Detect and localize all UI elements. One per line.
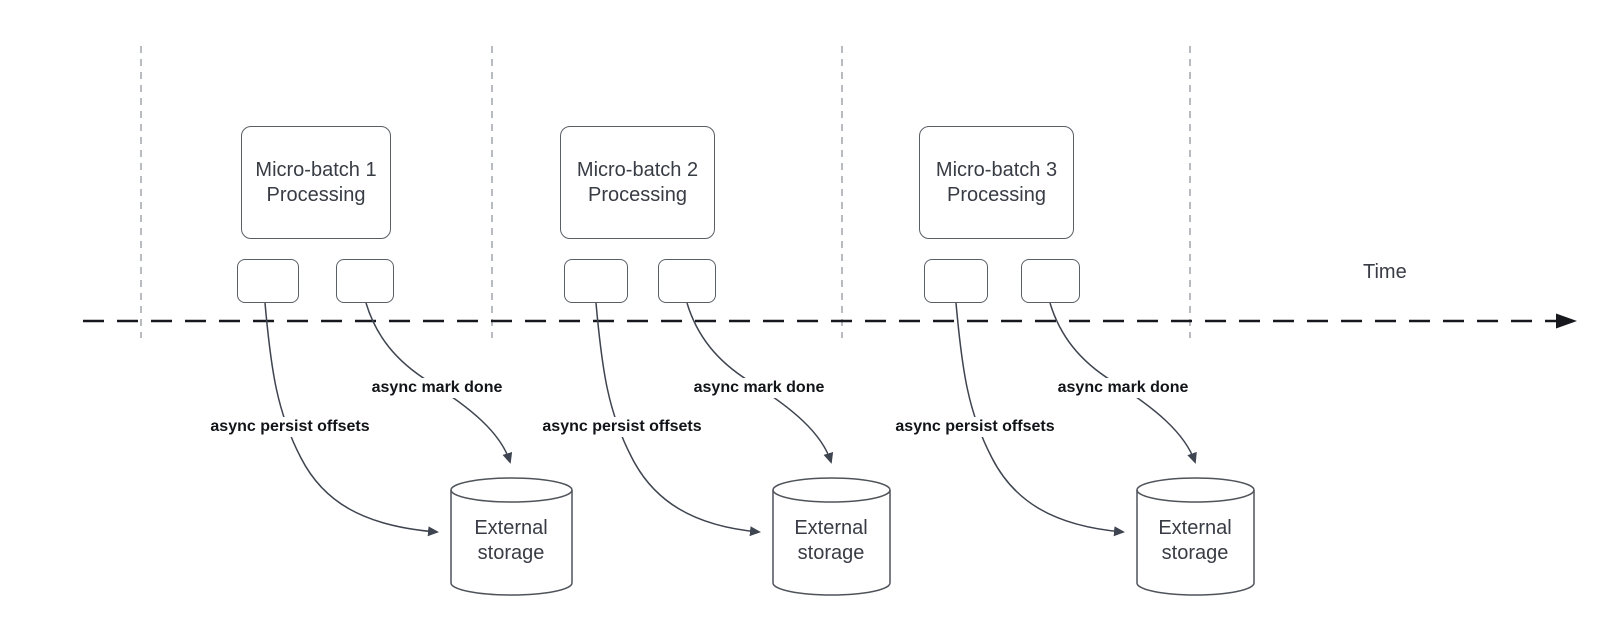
persist-offsets-curve-3 <box>955 302 1125 537</box>
persist-offsets-label-3: async persist offsets <box>892 417 1058 437</box>
mark-done-task-box-3 <box>1021 259 1080 303</box>
processing-box-2-label: Micro-batch 2 Processing <box>576 158 699 206</box>
mark-done-label-1: async mark done <box>368 378 506 398</box>
storage-cylinder-3 <box>1136 477 1255 596</box>
persist-offsets-curve-2 <box>595 302 761 537</box>
mark-done-task-box-2 <box>658 259 716 303</box>
processing-box-1-label: Micro-batch 1 Processing <box>255 158 377 206</box>
processing-box-2: Micro-batch 2 Processing <box>560 126 715 239</box>
persist-task-box-2 <box>564 259 628 303</box>
storage-label-2: External storage <box>794 517 868 564</box>
persist-task-box-1 <box>237 259 299 303</box>
processing-box-1: Micro-batch 1 Processing <box>241 126 391 239</box>
persist-offsets-label-2: async persist offsets <box>539 417 705 437</box>
persist-offsets-curve-1 <box>264 302 439 537</box>
time-label: Time <box>1363 261 1407 283</box>
time-axis-arrowhead <box>1556 313 1577 329</box>
persist-task-box-3 <box>924 259 988 303</box>
storage-label-1: External storage <box>474 517 548 564</box>
processing-box-3-label: Micro-batch 3 Processing <box>935 158 1058 206</box>
storage-label-3: External storage <box>1158 517 1232 564</box>
mark-done-label-3: async mark done <box>1054 378 1192 398</box>
mark-done-task-box-1 <box>336 259 394 303</box>
storage-cylinder-2 <box>772 477 891 596</box>
persist-offsets-label-1: async persist offsets <box>207 417 373 437</box>
mark-done-label-2: async mark done <box>690 378 828 398</box>
storage-cylinder-1 <box>450 477 573 596</box>
processing-box-3: Micro-batch 3 Processing <box>919 126 1074 239</box>
